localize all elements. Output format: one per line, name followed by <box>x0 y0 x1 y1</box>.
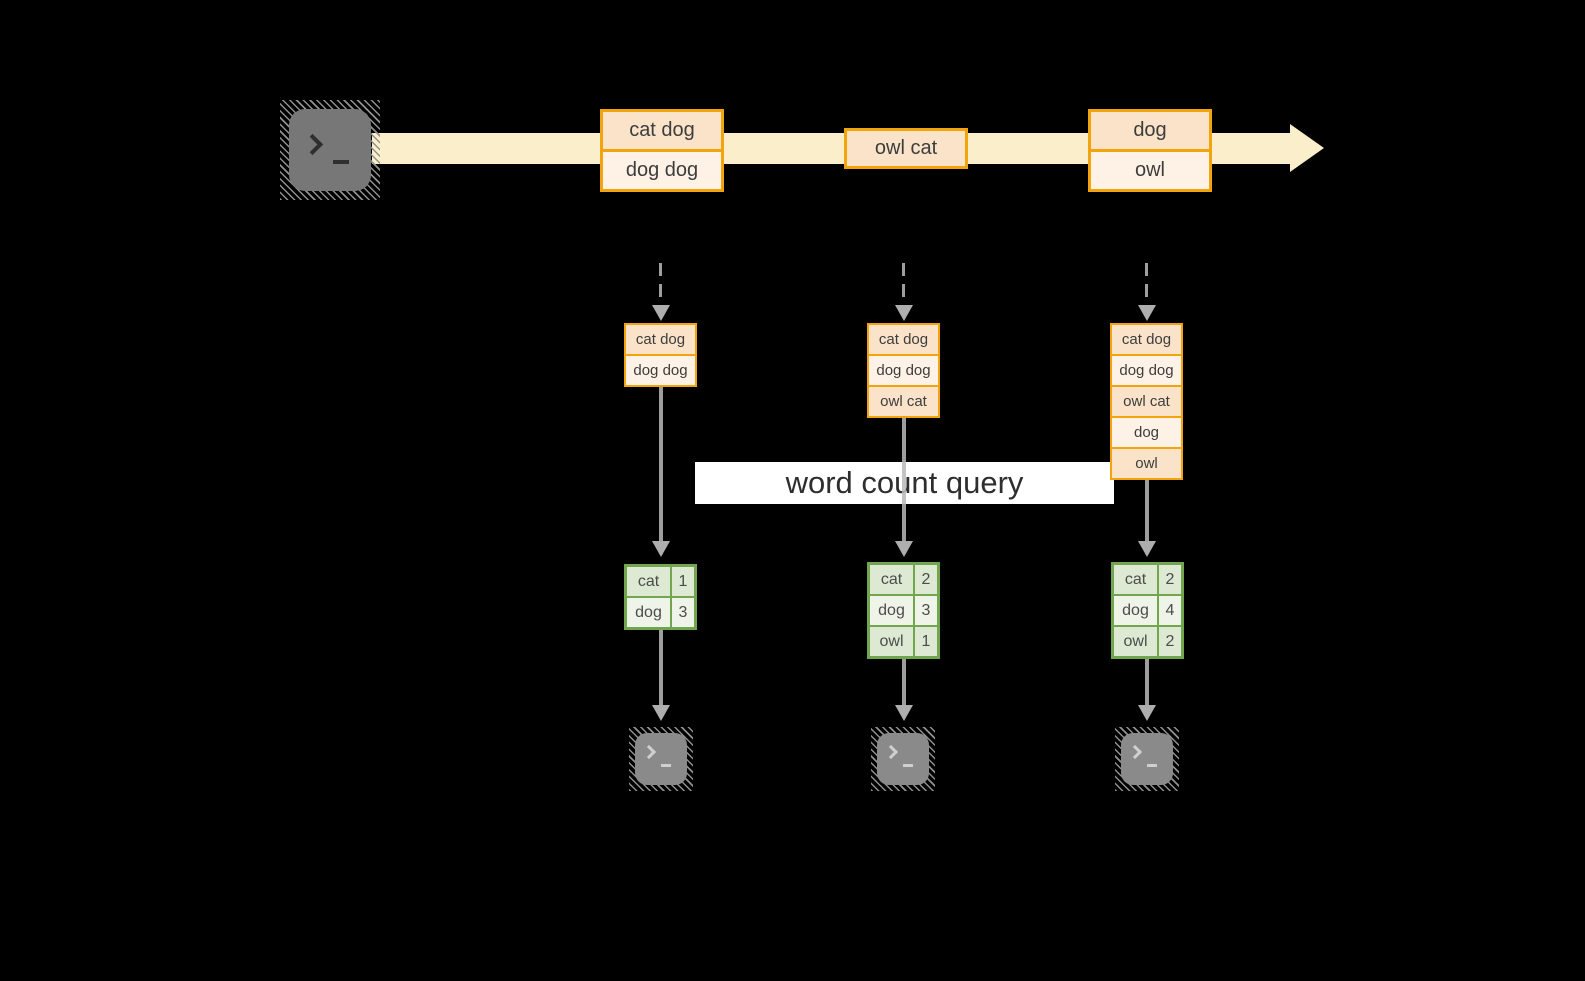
state-cell: dog dog <box>626 354 695 385</box>
state-buffer-2: cat dog dog dog owl cat <box>867 323 940 418</box>
stream-batch-1: cat dog dog dog <box>600 109 724 192</box>
state-cell: owl cat <box>869 385 938 416</box>
count-table-1: cat 1 dog 3 <box>624 564 697 630</box>
batch-cell: owl cat <box>847 131 965 166</box>
prompt-cursor-icon <box>333 160 349 164</box>
count-cell: 4 <box>1165 602 1175 619</box>
prompt-chevron-icon <box>641 744 657 760</box>
arrowhead-icon <box>652 305 670 321</box>
batch-cell: dog <box>1091 112 1209 149</box>
count-table-2: cat 2 dog 3 owl 1 <box>867 562 940 659</box>
state-cell: owl cat <box>1112 385 1181 416</box>
state-cell: cat dog <box>869 325 938 354</box>
connector-line <box>659 387 663 542</box>
batch-cell: cat dog <box>603 112 721 149</box>
table-row: cat 2 <box>870 565 937 594</box>
word-cell: dog <box>627 598 672 627</box>
batch-cell: owl <box>1091 149 1209 189</box>
connector-line <box>659 628 663 706</box>
dashed-down-arrow <box>902 263 905 307</box>
count-cell: 1 <box>921 633 931 650</box>
state-cell: cat dog <box>626 325 695 354</box>
prompt-cursor-icon <box>661 764 671 767</box>
prompt-chevron-icon <box>1127 744 1143 760</box>
table-row: dog 3 <box>870 594 937 625</box>
table-row: owl 2 <box>1114 625 1181 656</box>
word-cell: cat <box>1114 565 1159 594</box>
arrowhead-icon <box>1138 705 1156 721</box>
table-row: dog 4 <box>1114 594 1181 625</box>
stream-arrowhead-icon <box>1290 124 1324 172</box>
terminal-icon <box>1115 727 1179 791</box>
word-cell: owl <box>1114 627 1159 656</box>
arrowhead-icon <box>1138 305 1156 321</box>
connector-line <box>1145 480 1149 542</box>
state-cell: dog dog <box>869 354 938 385</box>
prompt-chevron-icon <box>301 133 324 156</box>
count-cell: 2 <box>1165 571 1175 588</box>
arrowhead-icon <box>652 541 670 557</box>
state-cell: dog <box>1112 416 1181 447</box>
word-cell: cat <box>627 567 672 596</box>
word-cell: cat <box>870 565 915 594</box>
table-row: owl 1 <box>870 625 937 656</box>
batch-cell: dog dog <box>603 149 721 189</box>
arrowhead-icon <box>652 705 670 721</box>
state-cell: cat dog <box>1112 325 1181 354</box>
arrowhead-icon <box>895 305 913 321</box>
terminal-icon <box>871 727 935 791</box>
dashed-down-arrow <box>659 263 662 307</box>
state-cell: owl <box>1112 447 1181 478</box>
state-cell: dog dog <box>1112 354 1181 385</box>
count-cell: 2 <box>921 571 931 588</box>
stream-batch-3: dog owl <box>1088 109 1212 192</box>
connector-line <box>1145 657 1149 706</box>
state-buffer-1: cat dog dog dog <box>624 323 697 387</box>
word-cell: dog <box>870 596 915 625</box>
terminal-screen <box>877 733 929 785</box>
prompt-chevron-icon <box>883 744 899 760</box>
prompt-cursor-icon <box>903 764 913 767</box>
arrowhead-icon <box>895 705 913 721</box>
table-row: dog 3 <box>627 596 694 627</box>
count-cell: 1 <box>678 573 688 590</box>
stream-batch-2: owl cat <box>844 128 968 169</box>
terminal-icon <box>280 100 380 200</box>
terminal-icon <box>629 727 693 791</box>
state-buffer-3: cat dog dog dog owl cat dog owl <box>1110 323 1183 480</box>
count-table-3: cat 2 dog 4 owl 2 <box>1111 562 1184 659</box>
connector-line <box>902 657 906 706</box>
table-row: cat 2 <box>1114 565 1181 594</box>
terminal-screen <box>289 109 371 191</box>
count-cell: 2 <box>1165 633 1175 650</box>
count-cell: 3 <box>678 604 688 621</box>
table-row: cat 1 <box>627 567 694 596</box>
dashed-down-arrow <box>1145 263 1148 307</box>
count-cell: 3 <box>921 602 931 619</box>
arrowhead-icon <box>1138 541 1156 557</box>
terminal-screen <box>635 733 687 785</box>
prompt-cursor-icon <box>1147 764 1157 767</box>
arrowhead-icon <box>895 541 913 557</box>
terminal-screen <box>1121 733 1173 785</box>
word-cell: dog <box>1114 596 1159 625</box>
word-cell: owl <box>870 627 915 656</box>
connector-line <box>902 417 906 542</box>
